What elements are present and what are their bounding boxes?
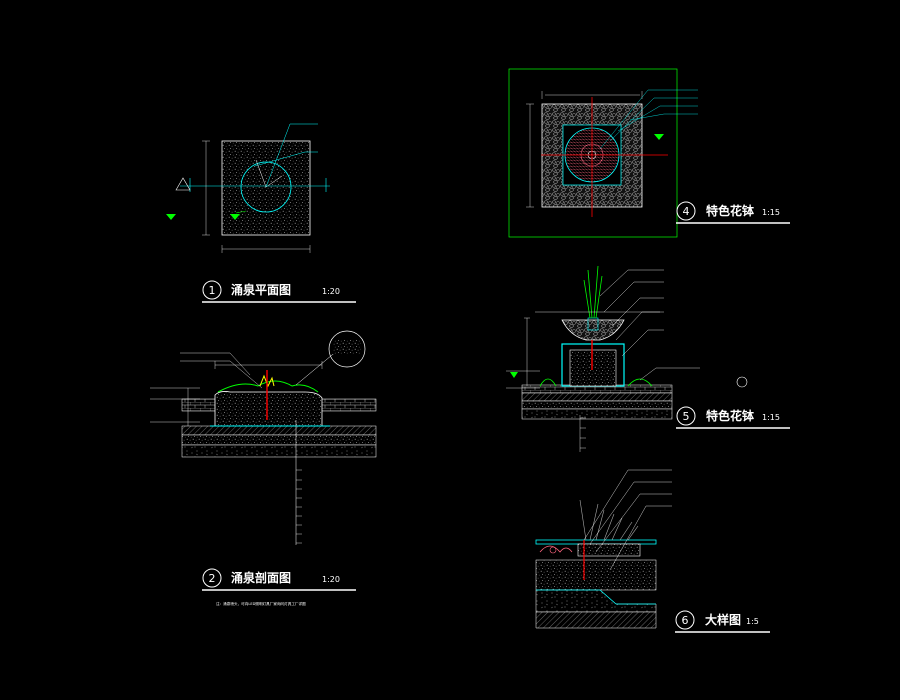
title-block-planter-section: 5 特色花钵 1:15 xyxy=(676,406,790,429)
section-fountain-body xyxy=(214,391,323,427)
section-note: 注：涌泉喷头，可向LED照明灯具厂家询问灯具工厂详图 xyxy=(216,601,306,606)
planter-section-view-title: 特色花钵 xyxy=(706,408,755,423)
section-detail-callout xyxy=(328,330,366,368)
view-fountain-plan xyxy=(166,123,330,253)
view-planter-plan xyxy=(508,68,698,238)
section-view-scale: 1:20 xyxy=(322,575,340,584)
detail-view-title: 大样图 xyxy=(705,612,741,627)
plan-paving-square xyxy=(221,140,311,236)
plan-view-title: 涌泉平面图 xyxy=(231,282,291,297)
section-view-title: 涌泉剖面图 xyxy=(231,570,291,585)
view-detail xyxy=(535,469,672,629)
plan-view-number: 1 xyxy=(209,284,216,297)
title-block-section: 2 涌泉剖面图 1:20 注：涌泉喷头，可向LED照明灯具厂家询问灯具工厂详图 xyxy=(202,568,356,606)
section-view-number: 2 xyxy=(209,572,216,585)
view-planter-section xyxy=(506,265,748,452)
plan-fountain-basin xyxy=(240,161,292,213)
title-block-detail: 6 大样图 1:5 xyxy=(675,610,770,633)
title-block-planter-plan: 4 特色花钵 1:15 xyxy=(676,201,790,224)
planter-plan-view-scale: 1:15 xyxy=(762,208,780,217)
planter-plan-view-title: 特色花钵 xyxy=(706,203,755,218)
plan-view-scale: 1:20 xyxy=(322,287,340,296)
view-fountain-section xyxy=(150,330,377,545)
planter-plan-view-number: 4 xyxy=(683,205,690,218)
planter-section-view-scale: 1:15 xyxy=(762,413,780,422)
detail-view-scale: 1:5 xyxy=(746,617,759,626)
title-block-plan: 1 涌泉平面图 1:20 xyxy=(202,280,356,303)
detail-view-number: 6 xyxy=(682,614,689,627)
planter-section-view-number: 5 xyxy=(683,410,690,423)
